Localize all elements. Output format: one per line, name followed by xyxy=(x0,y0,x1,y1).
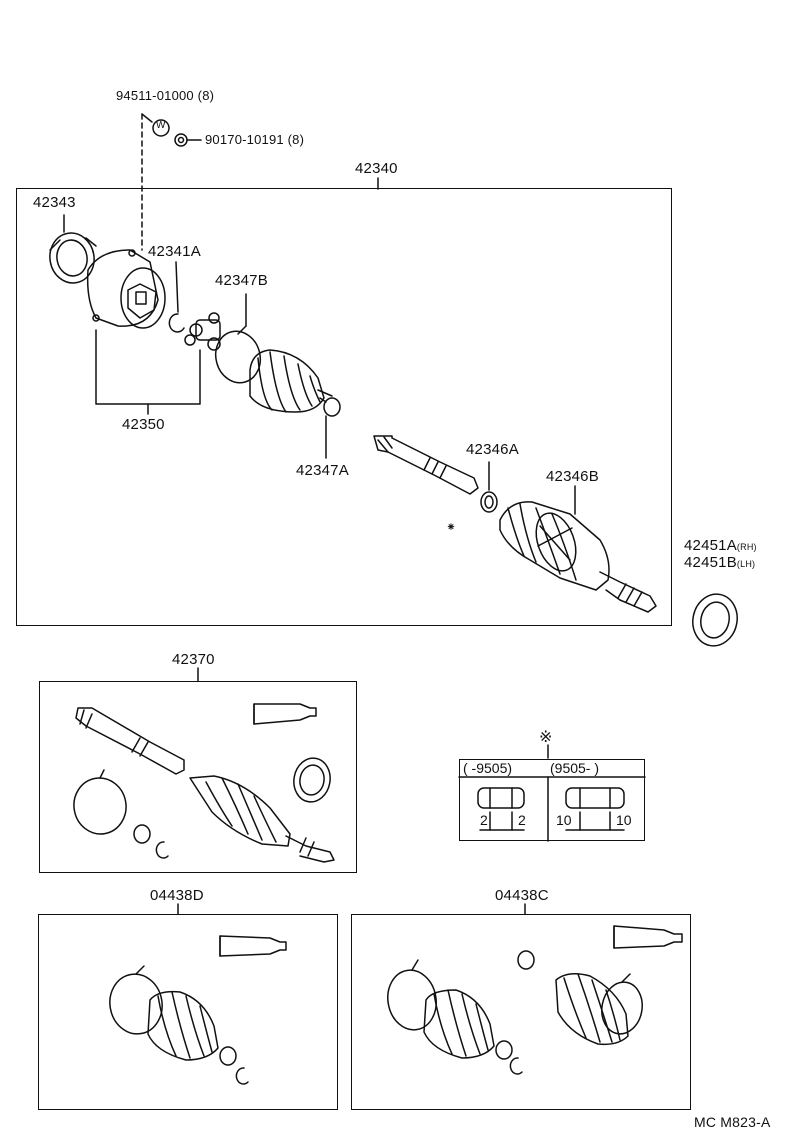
label-42343: 42343 xyxy=(33,194,76,211)
label-42347b: 42347B xyxy=(215,272,268,289)
table-header-col1: ( -9505) xyxy=(463,760,513,776)
boot-04438c-left-icon xyxy=(423,989,495,1059)
assembly-box-42370 xyxy=(39,681,357,873)
label-04438c: 04438C xyxy=(495,887,549,904)
assembly-box-42340 xyxy=(16,188,672,626)
bearing-ring-42451-icon xyxy=(692,593,738,647)
grease-tube-icon xyxy=(253,703,317,725)
boot-04438c-right-icon xyxy=(555,973,629,1046)
clamp-42370-icon xyxy=(73,769,127,835)
boot-bellows-icon xyxy=(249,349,333,413)
table-col2-right-value: 10 xyxy=(616,812,632,828)
outer-cv-joint-icon xyxy=(499,501,657,613)
label-42346b: 42346B xyxy=(546,468,599,485)
washer-icon xyxy=(152,119,170,137)
washer-letter: W xyxy=(156,120,166,131)
label-90170: 90170-10191 (8) xyxy=(205,132,305,147)
grease-tube-04438d-icon xyxy=(219,935,287,957)
kit-box-04438c xyxy=(351,914,691,1110)
table-col1-right-value: 2 xyxy=(518,812,526,828)
grease-tube-04438c-icon xyxy=(613,925,683,949)
snap-ring-42341a-icon xyxy=(168,313,185,333)
clip-42346a-icon xyxy=(480,491,498,513)
shaft-42370-icon xyxy=(75,707,185,775)
label-42451a: 42451A(RH) xyxy=(684,537,757,554)
nut-icon xyxy=(174,133,188,147)
label-42340: 42340 xyxy=(355,160,398,177)
small-marker: ⁕ xyxy=(446,520,457,534)
label-94511: 94511-01000 (8) xyxy=(116,88,215,103)
cv-joint-42370-icon xyxy=(189,775,335,863)
label-42451b-number: 42451B xyxy=(684,554,737,571)
drawing-code: MC M823-A xyxy=(694,1114,771,1130)
clamp-04438c-right-icon xyxy=(601,973,643,1035)
boot-04438d-icon xyxy=(147,990,219,1061)
housing-icon xyxy=(86,249,166,329)
label-42341a: 42341A xyxy=(148,243,201,260)
clamp-42347b-icon xyxy=(214,325,262,384)
label-42370: 42370 xyxy=(172,651,215,668)
label-42350: 42350 xyxy=(122,416,165,433)
table-header-col2: (9505- ) xyxy=(550,760,600,776)
bearing-ring-42370-icon xyxy=(293,757,331,803)
clamp-diagram-left-icon xyxy=(477,787,525,831)
drive-shaft-icon xyxy=(373,435,479,495)
table-col1-left-value: 2 xyxy=(480,812,488,828)
clamp-42347a-icon xyxy=(319,397,341,417)
clamp-size-table: ( -9505) (9505- ) 2 2 10 10 xyxy=(459,759,645,841)
boot-ring-42343-icon xyxy=(49,232,97,284)
table-marker: ※ xyxy=(539,729,553,746)
label-42346a: 42346A xyxy=(466,441,519,458)
label-42451a-number: 42451A xyxy=(684,537,737,554)
label-42451b: 42451B(LH) xyxy=(684,554,755,571)
label-42347a: 42347A xyxy=(296,462,349,479)
table-col2-left-value: 10 xyxy=(556,812,572,828)
clamp-04438c-left-icon xyxy=(387,959,437,1031)
label-42451b-side: (LH) xyxy=(736,559,756,569)
clamp-diagram-right-icon xyxy=(565,787,625,831)
kit-box-04438d xyxy=(38,914,338,1110)
clamp-04438d-icon xyxy=(109,965,163,1035)
label-42451a-side: (RH) xyxy=(736,542,757,552)
tripod-joint-icon xyxy=(184,312,221,351)
label-04438d: 04438D xyxy=(150,887,204,904)
